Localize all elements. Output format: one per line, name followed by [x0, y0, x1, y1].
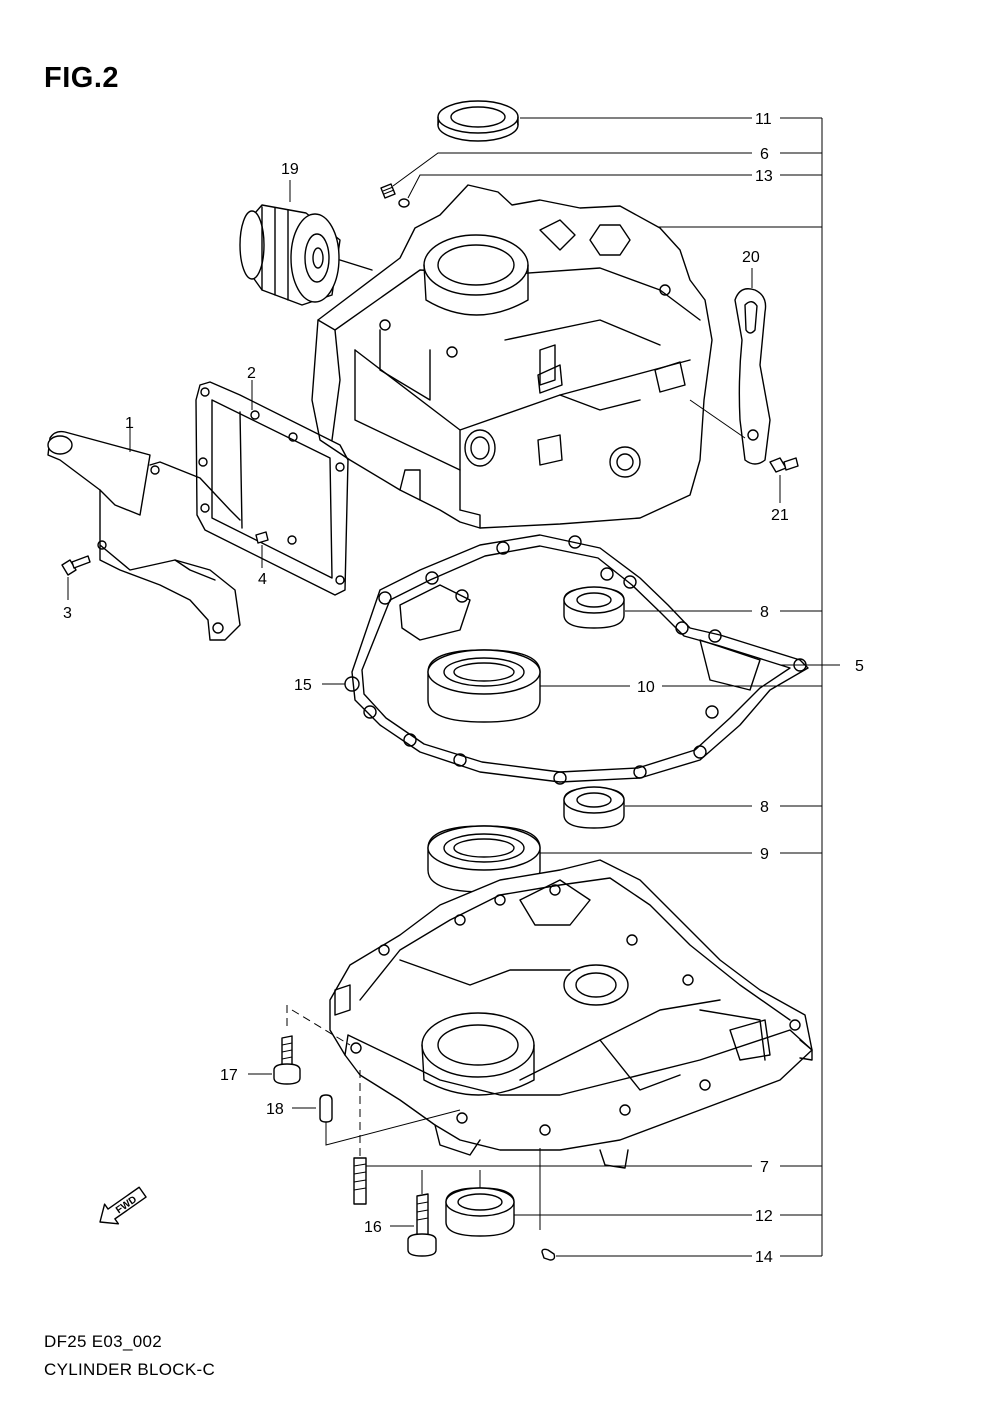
callout-3: 3: [63, 605, 72, 622]
callout-12: 11: [755, 111, 772, 128]
part-3-bolt: [61, 555, 91, 576]
leader-14: [407, 174, 752, 199]
assembly-bracket: [628, 117, 840, 1257]
callout-17: 17: [220, 1067, 238, 1084]
callout-11: 12: [755, 1208, 773, 1225]
callout-10: 10: [637, 679, 655, 696]
callout-18: 18: [266, 1101, 284, 1118]
callout-2: 2: [247, 365, 256, 382]
guide-17b: [291, 1009, 351, 1046]
part-20-engine-hanger: [734, 288, 771, 465]
part-4-dowel: [255, 531, 269, 544]
part-12-oil-seal: [437, 100, 519, 142]
part-6-stud: [353, 1157, 367, 1205]
callout-9: 9: [760, 846, 769, 863]
part-7-plug: [380, 183, 396, 199]
leader-7: [392, 152, 752, 187]
callout-6: 7: [760, 1159, 769, 1176]
model-code: DF25 E03_002: [44, 1332, 162, 1351]
part-1-cover: [47, 430, 241, 641]
part-15-crankcase-gasket: [344, 534, 809, 785]
part-5-cylinder-block: [311, 184, 713, 529]
callout-5: 5: [855, 658, 864, 675]
part-8-bearing-lower: [563, 786, 625, 829]
figure-title: FIG.2: [44, 62, 120, 94]
part-16-bolt: [407, 1193, 437, 1257]
part-14-plug: [398, 198, 410, 208]
part-19-oil-filter: [239, 204, 373, 306]
part-21-bolt: [769, 457, 799, 473]
part-10-main-bearing: [427, 649, 541, 723]
section-name: CYLINDER BLOCK-C: [44, 1360, 216, 1379]
callout-16: 16: [364, 1219, 382, 1236]
leader-20b: [689, 399, 746, 439]
callout-19: 19: [281, 161, 299, 178]
part-13-plug: [541, 1248, 556, 1261]
callout-7: 6: [760, 146, 769, 163]
callout-14: 13: [755, 168, 773, 185]
fwd-arrow-icon: FWD: [99, 1186, 147, 1225]
part-11-oil-seal: [445, 1187, 515, 1237]
crankcase-lower-half: [329, 859, 813, 1169]
part-17-bolt: [273, 1035, 301, 1085]
guide-18: [325, 1109, 461, 1146]
part-18-dowel: [319, 1094, 333, 1123]
callout-8-lower: 8: [760, 799, 769, 816]
callout-8-upper: 8: [760, 604, 769, 621]
callout-15: 15: [294, 677, 312, 694]
callout-1: 1: [125, 415, 134, 432]
callout-4: 4: [258, 571, 267, 588]
part-8-bearing-upper: [563, 586, 625, 629]
part-2-gasket: [149, 381, 349, 596]
callout-13: 14: [755, 1249, 773, 1266]
callout-21: 21: [771, 507, 789, 524]
callout-20: 20: [742, 249, 760, 266]
part-9-bearing: [427, 825, 541, 893]
